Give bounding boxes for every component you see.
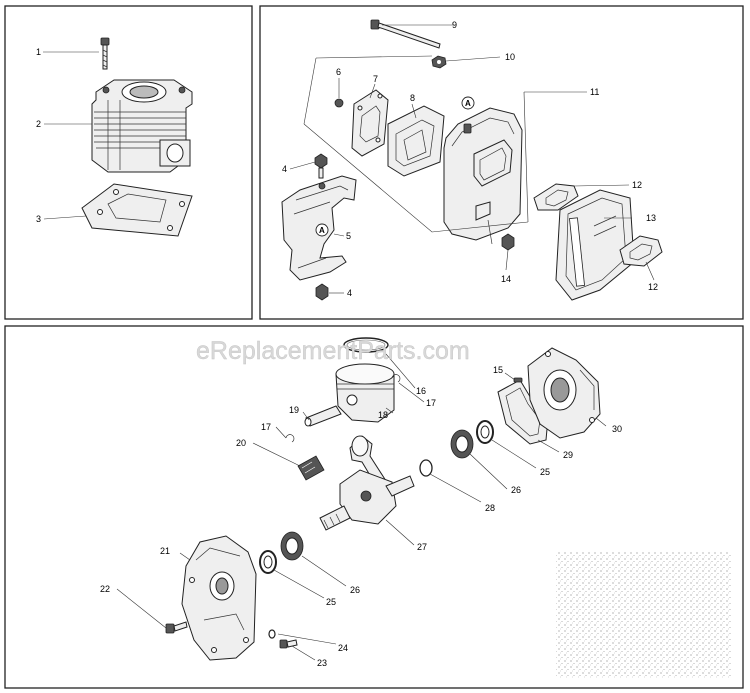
screw-23 <box>279 639 298 649</box>
oil-seal-25-left <box>259 550 277 574</box>
crankcase-half-right <box>527 347 601 439</box>
crankcase-screw-22 <box>165 621 188 634</box>
screw-6 <box>334 98 344 108</box>
muffler-nut <box>431 55 447 69</box>
piston-clip-upper <box>391 374 401 383</box>
label-part-9: 9 <box>452 20 457 30</box>
oil-seal-25-right <box>476 420 494 444</box>
pin-15 <box>513 377 523 383</box>
label-part-6: 6 <box>336 67 341 77</box>
label-part-17-left: 17 <box>261 422 271 432</box>
label-part-7: 7 <box>373 74 378 84</box>
label-part-16: 16 <box>416 386 426 396</box>
muffler-body <box>443 107 523 245</box>
label-part-11: 11 <box>590 87 599 97</box>
label-part-1: 1 <box>36 47 41 57</box>
label-part-24: 24 <box>338 643 348 653</box>
muffler-gasket-12-lower <box>619 235 663 267</box>
cylinder <box>91 79 193 173</box>
label-part-10: 10 <box>505 52 515 62</box>
label-part-21: 21 <box>160 546 170 556</box>
label-part-28: 28 <box>485 503 495 513</box>
piston-ring <box>343 337 389 353</box>
reference-callout-a-cover <box>315 223 329 237</box>
label-part-12-upper: 12 <box>632 180 642 190</box>
label-part-30: 30 <box>612 424 622 434</box>
watermark: eReplacementParts.com <box>196 337 470 365</box>
label-part-19: 19 <box>289 405 299 415</box>
dotted-area <box>556 552 732 678</box>
screw-14 <box>501 233 515 251</box>
piston-clip-lower <box>285 434 295 443</box>
bearing-26-right <box>450 429 474 459</box>
label-part-15: 15 <box>493 365 503 375</box>
screw-4-bottom <box>315 283 329 301</box>
label-part-13: 13 <box>646 213 656 223</box>
label-part-27: 27 <box>417 542 427 552</box>
plate-8 <box>387 105 445 177</box>
shim-28 <box>419 459 433 477</box>
label-part-26-left: 26 <box>350 585 360 595</box>
label-part-12-lower: 12 <box>648 282 658 292</box>
bearing-26-left <box>280 531 304 561</box>
piston-pin <box>304 405 342 427</box>
label-part-4-top: 4 <box>282 164 287 174</box>
cylinder-gasket <box>81 183 193 237</box>
crankshaft <box>319 435 415 531</box>
gasket-7 <box>351 89 389 157</box>
label-part-2: 2 <box>36 119 41 129</box>
heat-shield-13 <box>555 189 635 301</box>
piston <box>335 363 395 423</box>
svg-text:A: A <box>319 226 325 235</box>
label-part-8: 8 <box>410 93 415 103</box>
label-part-18: 18 <box>378 410 388 420</box>
muffler-bolt-long <box>370 19 441 49</box>
label-part-29: 29 <box>563 450 573 460</box>
label-part-4-bottom: 4 <box>347 288 352 298</box>
label-part-14: 14 <box>501 274 511 284</box>
label-part-5: 5 <box>346 231 351 241</box>
o-ring-24 <box>268 629 276 639</box>
label-part-20: 20 <box>236 438 246 448</box>
label-part-17-right: 17 <box>426 398 436 408</box>
cylinder-bolt <box>100 37 110 70</box>
screw-4-top <box>314 153 328 179</box>
label-part-25-right: 25 <box>540 467 550 477</box>
crankcase-half-left <box>181 535 257 661</box>
label-part-3: 3 <box>36 214 41 224</box>
needle-bearing <box>297 455 325 481</box>
label-part-26-right: 26 <box>511 485 521 495</box>
label-part-25-left: 25 <box>326 597 336 607</box>
label-part-23: 23 <box>317 658 327 668</box>
reference-callout-a-muffler <box>461 96 475 110</box>
svg-text:A: A <box>465 99 471 108</box>
muffler-gasket-12-upper <box>533 183 579 211</box>
label-part-22: 22 <box>100 584 110 594</box>
